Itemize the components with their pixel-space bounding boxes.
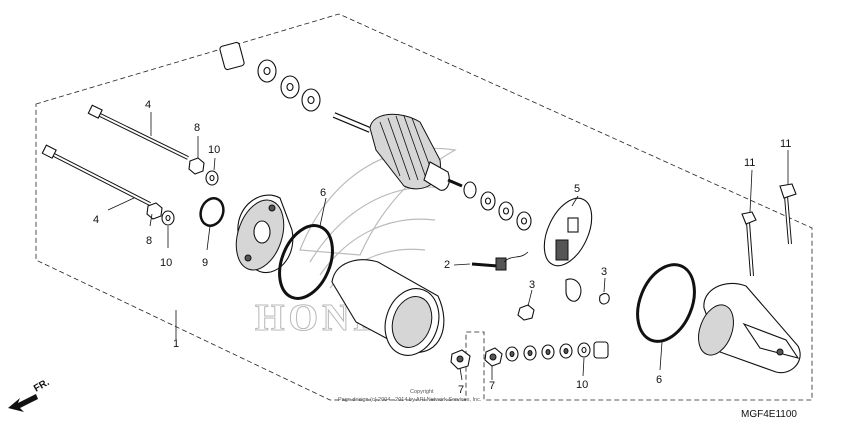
part-4-bolt-upper[interactable] bbox=[87, 104, 189, 160]
callout-4-lower: 4 bbox=[93, 214, 99, 226]
callout-11-left: 11 bbox=[744, 157, 755, 169]
front-direction-label: FR. bbox=[32, 377, 52, 395]
armature[interactable] bbox=[332, 112, 463, 191]
callout-5: 5 bbox=[574, 183, 580, 195]
part-4-bolt-lower[interactable] bbox=[41, 144, 151, 206]
copyright-line-1: Copyright bbox=[410, 389, 434, 395]
front-cover[interactable] bbox=[692, 282, 801, 374]
callout-3-clip: 3 bbox=[601, 266, 607, 278]
part-8-nut-upper[interactable] bbox=[188, 157, 205, 175]
part-10-washer-upper[interactable] bbox=[205, 170, 219, 186]
part-11-bolt-left[interactable] bbox=[741, 211, 757, 277]
copyright-line-2: Page design (c) 2004 - 2014 by ARI Netwo… bbox=[338, 397, 482, 403]
part-9-o-ring[interactable] bbox=[197, 195, 227, 229]
armature-washers-right[interactable] bbox=[463, 181, 532, 231]
part-5-brush-holder[interactable] bbox=[535, 191, 602, 302]
callout-9: 9 bbox=[202, 257, 208, 269]
part-7-nut-left[interactable] bbox=[450, 349, 471, 370]
assembly-boundary bbox=[35, 13, 813, 401]
diagram-code: MGF4E1100 bbox=[741, 409, 797, 420]
callout-8-upper: 8 bbox=[194, 122, 200, 134]
rear-cover[interactable] bbox=[228, 194, 294, 276]
part-3-nut[interactable] bbox=[517, 304, 535, 321]
callout-3-nut: 3 bbox=[529, 279, 535, 291]
callout-7-right: 7 bbox=[489, 380, 495, 392]
callout-1: 1 bbox=[173, 338, 179, 350]
part-6-o-ring-right[interactable] bbox=[627, 256, 705, 350]
callout-7-left: 7 bbox=[458, 384, 464, 396]
armature-washers-top[interactable] bbox=[219, 41, 321, 112]
leader-lines bbox=[107, 112, 789, 381]
part-6-o-ring-left[interactable] bbox=[270, 218, 343, 306]
part-7-nut-right[interactable] bbox=[484, 347, 503, 367]
callout-6-right: 6 bbox=[656, 374, 662, 386]
part-3-clip[interactable] bbox=[599, 293, 610, 305]
front-direction-arrow-icon bbox=[8, 394, 38, 412]
part-8-nut-lower[interactable] bbox=[146, 202, 163, 220]
callout-10-bottom: 10 bbox=[576, 379, 588, 391]
part-10-washer-lower[interactable] bbox=[161, 210, 175, 226]
part-11-bolt-right[interactable] bbox=[779, 183, 797, 245]
callout-2: 2 bbox=[444, 259, 450, 271]
part-2-terminal-bolt[interactable] bbox=[471, 251, 529, 271]
callout-11-right: 11 bbox=[780, 138, 791, 150]
part-10-washer-stack[interactable] bbox=[505, 341, 609, 362]
callout-10-lower: 10 bbox=[160, 257, 172, 269]
callout-6-left: 6 bbox=[320, 187, 326, 199]
motor-yoke[interactable] bbox=[331, 259, 447, 363]
callout-10-upper: 10 bbox=[208, 144, 220, 156]
callout-8-lower: 8 bbox=[146, 235, 152, 247]
callout-4-upper: 4 bbox=[145, 99, 151, 111]
